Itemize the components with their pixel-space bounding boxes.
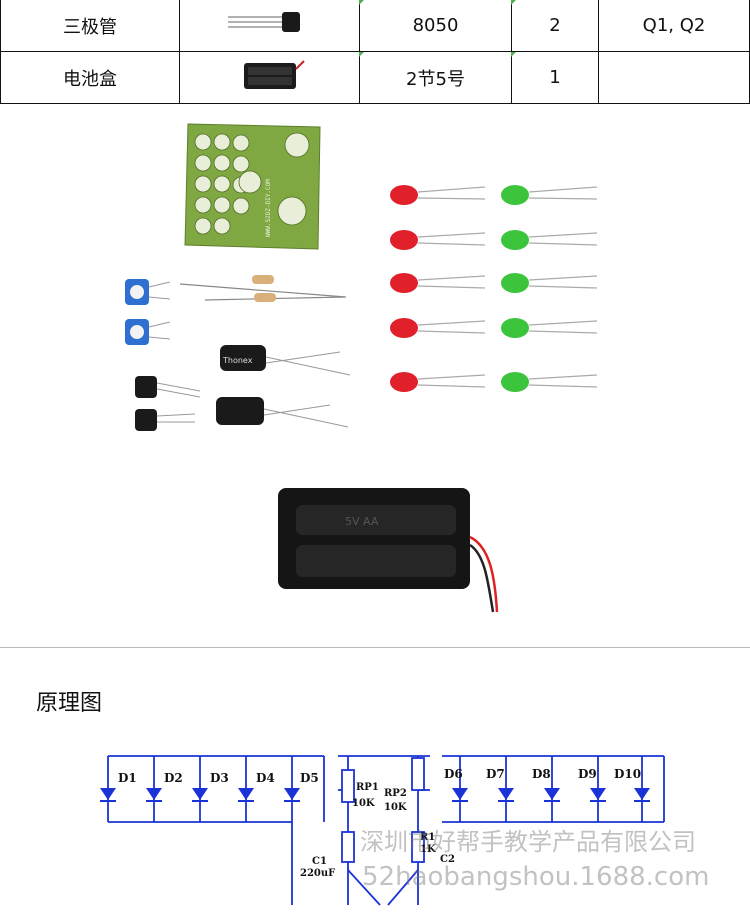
- part-qty-cell: 2: [511, 0, 599, 52]
- part-ref-cell: Q1, Q2: [598, 0, 750, 52]
- part-image-cell: [179, 51, 360, 104]
- red-leds: [390, 185, 486, 392]
- pcb-text: WWW.52DZ-DIY.COM: [265, 179, 272, 237]
- part-qty-cell: 1: [511, 51, 599, 104]
- r1-label: R1: [420, 832, 435, 843]
- part-qty: 1: [549, 67, 561, 88]
- rp1-value: 10K: [352, 798, 375, 809]
- led-label: D9: [578, 767, 597, 781]
- part-spec-cell: 2节5号: [359, 51, 512, 104]
- led-label: D5: [300, 771, 319, 785]
- led-label: D8: [532, 767, 551, 781]
- battery-label: 5V AA: [345, 515, 379, 528]
- c1-label: C1: [312, 856, 327, 867]
- schematic-diagram: D1 D2 D3 D4 D5 D6 D7 D8 D9 D10 RP1 10K R…: [100, 755, 665, 906]
- transistor-image: [227, 12, 300, 32]
- battery-box-image: [243, 60, 305, 89]
- led-label: D2: [164, 771, 183, 785]
- c1-value: 220uF: [300, 868, 335, 879]
- r1-value: 1K: [420, 844, 436, 855]
- rp1-label: RP1: [356, 782, 379, 793]
- section-title: 原理图: [36, 691, 103, 716]
- led-label: D7: [486, 767, 505, 781]
- part-image-cell: [179, 0, 360, 52]
- part-spec: 2节5号: [406, 68, 465, 90]
- electrolytic-capacitors: Thonex: [216, 345, 351, 428]
- table-row: 三极管 8050 2 Q1, Q2: [0, 0, 750, 52]
- led-label: D1: [118, 771, 137, 785]
- rp2-value: 10K: [384, 802, 407, 813]
- battery-holder: 5V AA: [278, 488, 499, 613]
- parts-table: 三极管 8050 2 Q1, Q2 电池盒 2节5号 1: [0, 0, 750, 104]
- rp2-label: RP2: [384, 788, 407, 799]
- part-ref-cell: [598, 51, 750, 104]
- part-qty: 2: [549, 15, 561, 36]
- part-spec-cell: 8050: [359, 0, 512, 52]
- components-photo: WWW.52DZ-DIY.COM Thonex: [125, 123, 598, 613]
- trimmer-potentiometers: [125, 279, 171, 345]
- part-name-cell: 三极管: [0, 0, 180, 52]
- capacitor-label: Thonex: [222, 356, 253, 365]
- watermark-company: 深圳市好帮手教学产品有限公司: [360, 828, 696, 856]
- transistors: [135, 376, 201, 431]
- resistors: [179, 275, 347, 302]
- c2-label: C2: [440, 854, 455, 865]
- green-leds: [501, 185, 598, 392]
- part-name-cell: 电池盒: [0, 51, 180, 104]
- led-label: D3: [210, 771, 229, 785]
- led-label: D4: [256, 771, 275, 785]
- table-row: 电池盒 2节5号 1: [0, 51, 750, 104]
- pcb-board: WWW.52DZ-DIY.COM: [184, 123, 321, 250]
- led-label: D10: [614, 767, 641, 781]
- part-spec: 8050: [412, 15, 459, 36]
- watermark-url: 52haobangshou.1688.com: [362, 862, 710, 892]
- section-divider: [0, 647, 750, 648]
- led-label: D6: [444, 767, 463, 781]
